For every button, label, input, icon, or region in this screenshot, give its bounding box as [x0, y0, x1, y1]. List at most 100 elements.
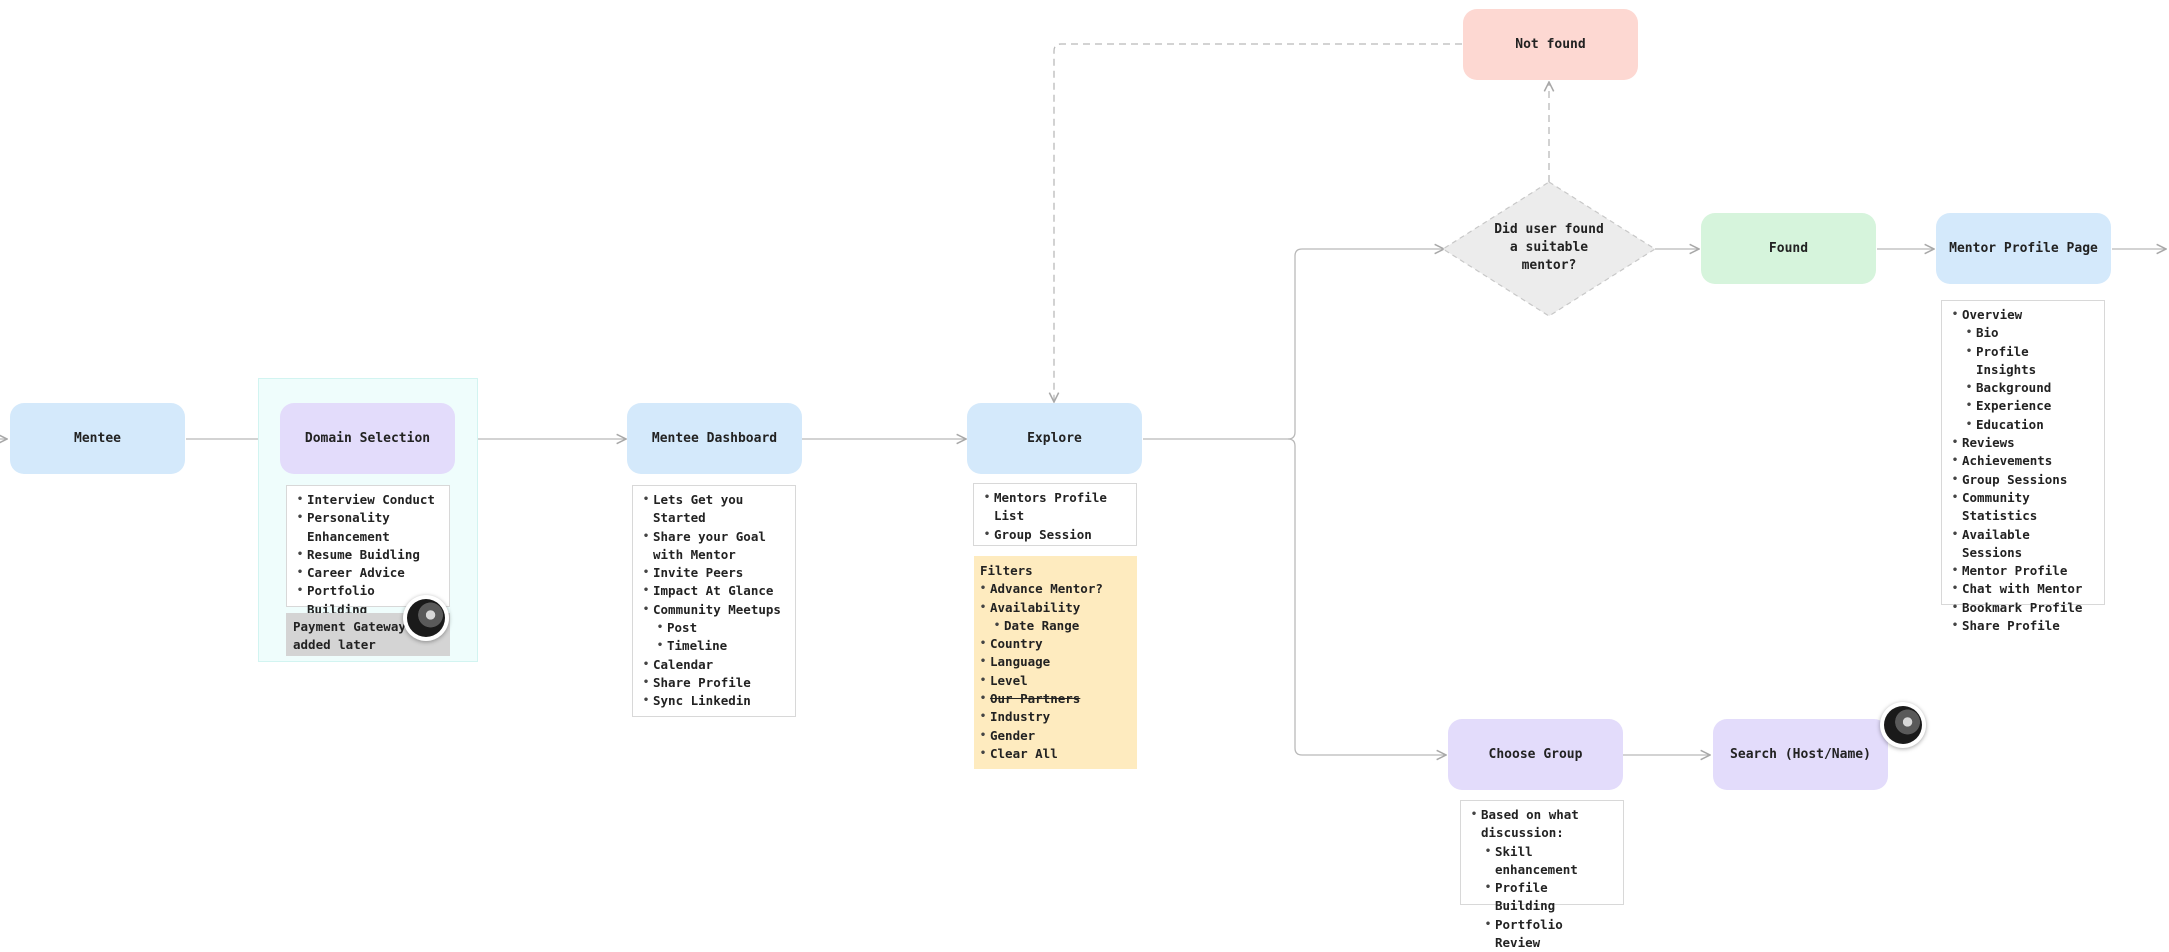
dashboard-feature: Lets Get you Started [643, 491, 787, 528]
dashboard-feature: Timeline [657, 637, 787, 656]
profile-section: Education [1966, 416, 2096, 435]
domain-options-list: Interview ConductPersonality Enhancement… [297, 491, 441, 619]
connector-explore-branch [1143, 249, 1444, 440]
node-choose-group[interactable]: Choose Group [1448, 719, 1623, 790]
connector-notfound-explore [1054, 43, 1462, 402]
filter-item-text: Our Partners [990, 691, 1081, 707]
node-mentor-profile-page[interactable]: Mentor Profile Page [1936, 213, 2111, 284]
node-explore[interactable]: Explore [967, 403, 1142, 474]
filter-item: Date Range [994, 617, 1131, 636]
filter-item-text: Industry [990, 709, 1051, 725]
explore-options-card: Mentors Profile ListGroup Session [973, 483, 1137, 546]
dashboard-feature: Share your Goal with Mentor [643, 528, 787, 565]
choose-group-criteria-card: Based on what discussion:Skill enhanceme… [1460, 800, 1624, 950]
profile-section: Bookmark Profile [1952, 599, 2096, 618]
filter-item-text: Language [990, 654, 1051, 670]
filter-item-text: Availability [990, 599, 1081, 615]
user-avatar [403, 595, 449, 641]
filter-item: Advance Mentor? [980, 580, 1131, 599]
dashboard-feature-text: Share Profile [653, 674, 751, 690]
profile-section-text: Experience [1976, 398, 2052, 414]
dashboard-features-card: Lets Get you StartedShare your Goal with… [632, 485, 796, 717]
domain-option: Interview Conduct [297, 491, 441, 510]
dashboard-feature-text: Calendar [653, 656, 714, 672]
profile-section-text: Profile Insights [1976, 343, 2037, 377]
explore-option: Group Session [984, 526, 1128, 545]
profile-section: Group Sessions [1952, 471, 2096, 490]
dashboard-features-list: Lets Get you StartedShare your Goal with… [643, 491, 787, 711]
profile-section-text: Group Sessions [1962, 471, 2068, 487]
profile-section-text: Education [1976, 416, 2044, 432]
node-domain-selection[interactable]: Domain Selection [280, 403, 455, 474]
user-avatar-2 [1880, 702, 1926, 748]
filters-list: Advance Mentor?AvailabilityDate RangeCou… [980, 580, 1131, 763]
node-search-host-name[interactable]: Search (Host/Name) [1713, 719, 1888, 790]
profile-section: Available Sessions [1952, 526, 2096, 563]
domain-option: Personality Enhancement [297, 509, 441, 546]
explore-option-text: Mentors Profile List [994, 490, 1107, 524]
profile-section-text: Bio [1976, 325, 1999, 341]
profile-section: Profile Insights [1966, 343, 2096, 380]
filter-item: Availability [980, 599, 1131, 618]
profile-section-text: Background [1976, 380, 2052, 396]
domain-option: Resume Buidling [297, 546, 441, 565]
group-criterion: Skill enhancement [1485, 843, 1615, 880]
filter-item: Clear All [980, 745, 1131, 764]
filter-item: Industry [980, 708, 1131, 727]
profile-section-text: Bookmark Profile [1962, 599, 2083, 615]
profile-section-text: Available Sessions [1962, 526, 2030, 560]
flow-canvas: Mentee Domain Selection Interview Conduc… [0, 0, 2169, 921]
domain-option-text: Portfolio Building [307, 583, 375, 617]
mentor-profile-sections-card: OverviewBioProfile InsightsBackgroundExp… [1941, 300, 2105, 636]
domain-option: Career Advice [297, 564, 441, 583]
group-criterion: Based on what discussion: [1471, 806, 1615, 843]
node-mentee-dashboard[interactable]: Mentee Dashboard [627, 403, 802, 474]
profile-section-text: Achievements [1962, 453, 2053, 469]
profile-section-text: Community Statistics [1962, 489, 2038, 524]
filter-item: Language [980, 653, 1131, 672]
dashboard-feature: Post [657, 619, 787, 638]
profile-section: Community Statistics [1952, 489, 2096, 526]
avatar-photo [407, 599, 445, 637]
dashboard-feature-text: Impact At Glance [653, 583, 774, 599]
profile-section: Reviews [1952, 434, 2096, 453]
group-criterion-text: Based on what discussion: [1481, 807, 1579, 841]
node-not-found[interactable]: Not found [1463, 9, 1638, 80]
explore-option-text: Group Session [994, 526, 1092, 542]
group-criterion: Portfolio Review [1485, 916, 1615, 952]
avatar-photo-2 [1884, 706, 1922, 744]
profile-section-text: Share Profile [1962, 618, 2060, 634]
explore-option: Mentors Profile List [984, 489, 1128, 526]
filter-item-text: Gender [990, 727, 1036, 743]
profile-section-text: Chat with Mentor [1962, 581, 2083, 597]
filter-item: Gender [980, 727, 1131, 746]
filter-item-text: Level [990, 672, 1028, 688]
domain-options-card: Interview ConductPersonality Enhancement… [286, 485, 450, 617]
dashboard-feature: Calendar [643, 656, 787, 675]
profile-section: Experience [1966, 397, 2096, 416]
filters-sticky-note: Filters Advance Mentor?AvailabilityDate … [974, 556, 1137, 769]
group-criterion-text: Portfolio Review [1495, 916, 1563, 951]
filter-item: Country [980, 635, 1131, 654]
dashboard-feature-text: Post [667, 620, 698, 636]
filter-item: Our Partners [980, 690, 1131, 709]
dashboard-feature-text: Timeline [667, 638, 728, 654]
node-mentee[interactable]: Mentee [10, 403, 185, 474]
filter-item-text: Country [990, 636, 1043, 652]
dashboard-feature-text: Share your Goal with Mentor [653, 528, 766, 562]
filter-item: Level [980, 672, 1131, 691]
profile-section: Achievements [1952, 452, 2096, 471]
group-criterion: Profile Building [1485, 879, 1615, 916]
domain-option-text: Interview Conduct [307, 492, 435, 507]
domain-option-text: Resume Buidling [307, 546, 420, 562]
choose-group-criteria-list: Based on what discussion:Skill enhanceme… [1471, 806, 1615, 952]
node-found[interactable]: Found [1701, 213, 1876, 284]
dashboard-feature-text: Sync Linkedin [653, 693, 751, 709]
dashboard-feature-text: Invite Peers [653, 565, 744, 581]
group-criterion-text: Profile Building [1495, 880, 1556, 914]
profile-section: Chat with Mentor [1952, 580, 2096, 599]
profile-section: Mentor Profile [1952, 562, 2096, 581]
dashboard-feature: Impact At Glance [643, 582, 787, 601]
group-criterion-text: Skill enhancement [1495, 843, 1578, 877]
dashboard-feature-text: Community Meetups [653, 601, 781, 617]
